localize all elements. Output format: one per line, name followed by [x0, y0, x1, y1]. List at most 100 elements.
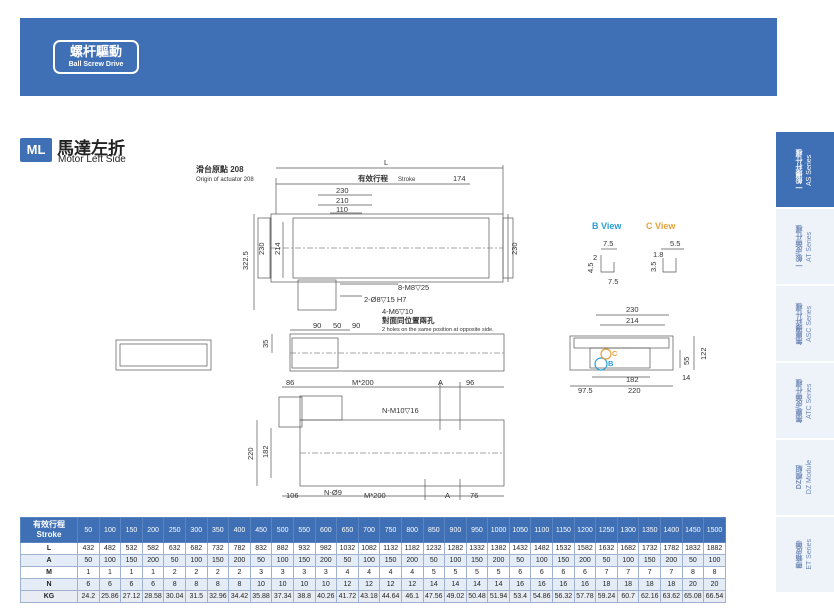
- spec-row-label: L: [20, 542, 78, 555]
- dim-174: 174: [453, 174, 466, 183]
- callout-m6-zh: 對面同位置兩孔: [382, 315, 435, 325]
- side-view-body: [289, 333, 505, 372]
- spec-cell: 50: [681, 554, 705, 567]
- spec-cell: 1232: [422, 542, 446, 555]
- spec-cell: 782: [228, 542, 251, 555]
- spec-cell: 1632: [595, 542, 618, 555]
- stroke-cell: 1200: [573, 517, 597, 543]
- spec-cell: 50: [77, 554, 100, 567]
- spec-cell: 18: [595, 578, 618, 591]
- spec-cell: 8: [163, 578, 186, 591]
- dim-50: 50: [333, 321, 341, 330]
- spec-cell: 57.78: [573, 590, 597, 603]
- spec-cell: 8: [228, 578, 251, 591]
- spec-cell: 6: [573, 566, 597, 579]
- spec-cell: 200: [400, 554, 424, 567]
- spec-cell: 14: [444, 578, 467, 591]
- point-c: C: [612, 349, 618, 358]
- spec-cell: 150: [465, 554, 489, 567]
- stroke-cell: 200: [141, 517, 165, 543]
- spec-cell: 6: [508, 566, 532, 579]
- dim-220v: 220: [246, 447, 255, 460]
- spec-cell: 150: [638, 554, 662, 567]
- dim-182v: 182: [261, 445, 270, 458]
- spec-cell: 46.1: [400, 590, 424, 603]
- spec-cell: 60.7: [616, 590, 640, 603]
- dim-230v: 230: [257, 242, 266, 255]
- spec-cell: 682: [184, 542, 208, 555]
- spec-cell: 62.16: [638, 590, 662, 603]
- b-view-label: B View: [592, 221, 622, 231]
- spec-cell: 200: [487, 554, 510, 567]
- stroke-cell: 1400: [660, 517, 683, 543]
- dim-a1: A: [438, 378, 443, 387]
- spec-cell: 732: [206, 542, 230, 555]
- c-view-profile: [662, 258, 677, 273]
- spec-cell: 7: [638, 566, 662, 579]
- spec-cell: 2: [184, 566, 208, 579]
- spec-cell: 1832: [681, 542, 705, 555]
- stroke-cell: 350: [206, 517, 230, 543]
- dim-110: 110: [336, 205, 348, 214]
- spec-cell: 5: [487, 566, 510, 579]
- spec-cell: 34.42: [228, 590, 251, 603]
- stroke-cell: 1250: [595, 517, 618, 543]
- spec-cell: 54.86: [530, 590, 554, 603]
- spec-cell: 16: [573, 578, 597, 591]
- dim-90b: 90: [352, 321, 360, 330]
- spec-cell: 53.4: [508, 590, 532, 603]
- section-subtitle: Motor Left Side: [58, 154, 126, 165]
- c-dim-18: 1.8: [653, 250, 663, 259]
- stroke-cell: 1450: [681, 517, 705, 543]
- header-logo: 螺杆驅動 Ball Screw Drive: [53, 40, 139, 74]
- spec-cell: 1082: [357, 542, 381, 555]
- stroke-cell: 800: [400, 517, 424, 543]
- stroke-label: 有效行程: [358, 173, 388, 183]
- spec-header-zh: 有效行程: [33, 520, 65, 529]
- spec-cell: 1182: [400, 542, 424, 555]
- spec-cell: 882: [271, 542, 294, 555]
- spec-cell: 50: [422, 554, 446, 567]
- spec-cell: 832: [249, 542, 273, 555]
- top-view-motor: [297, 279, 337, 311]
- header-banner: 螺杆驅動 Ball Screw Drive: [20, 18, 777, 96]
- top-view-endcap: [257, 217, 272, 279]
- spec-cell: 4: [357, 566, 381, 579]
- spec-cell: 50: [249, 554, 273, 567]
- c-dim-35: 3.5: [649, 262, 658, 272]
- spec-cell: 27.12: [120, 590, 143, 603]
- c-dim-55: 5.5: [670, 239, 680, 248]
- spec-cell: 56.32: [552, 590, 575, 603]
- stroke-cell: 500: [271, 517, 294, 543]
- callout-o8: 2-Ø8▽15 H7: [364, 295, 406, 304]
- spec-cell: 50: [336, 554, 359, 567]
- spec-cell: 30.04: [163, 590, 186, 603]
- spec-cell: 100: [530, 554, 554, 567]
- stroke-cell: 1150: [552, 517, 575, 543]
- r-dim-214: 214: [626, 316, 639, 325]
- b-dim-45: 4.5: [586, 263, 595, 273]
- spec-row-label: N: [20, 578, 78, 591]
- spec-cell: 150: [379, 554, 402, 567]
- dim-210: 210: [336, 196, 349, 205]
- stroke-cell: 600: [314, 517, 338, 543]
- spec-cell: 40.26: [314, 590, 338, 603]
- stroke-cell: 1300: [616, 517, 640, 543]
- callout-m8: 8-M8▽25: [398, 283, 429, 292]
- spec-cell: 51.94: [487, 590, 510, 603]
- spec-cell: 6: [141, 578, 165, 591]
- spec-cell: 582: [141, 542, 165, 555]
- spec-cell: 1332: [465, 542, 489, 555]
